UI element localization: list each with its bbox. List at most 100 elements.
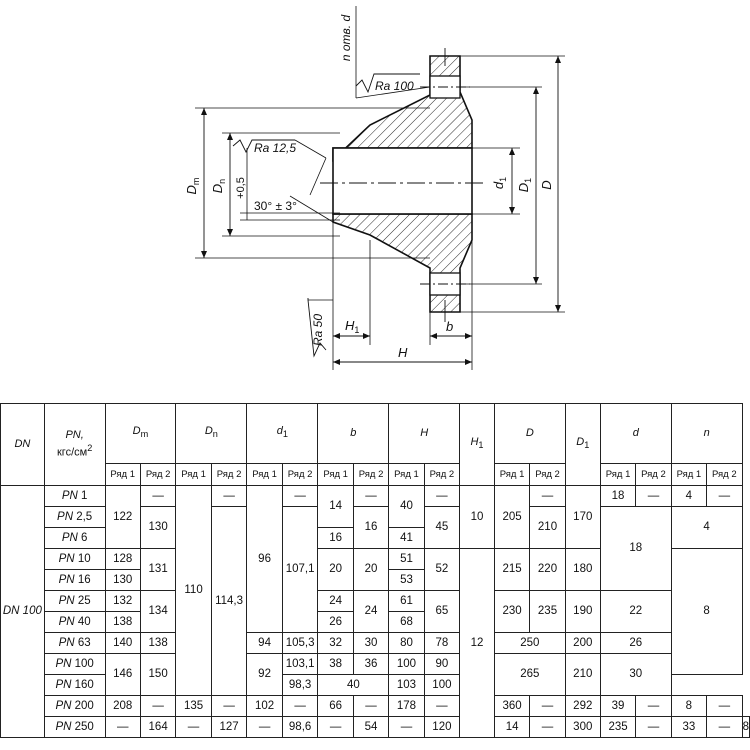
- cell: —: [281, 485, 319, 507]
- flange-section-lower: [332, 213, 473, 313]
- cell: 230: [493, 590, 531, 633]
- cell: —: [388, 716, 425, 738]
- cell: 360: [493, 695, 531, 717]
- header-n-label: n: [703, 427, 710, 439]
- cell: 235: [529, 590, 566, 633]
- subheader-d-row1: Ряд 1: [599, 463, 637, 486]
- header-h: H: [388, 403, 461, 464]
- cell: —: [317, 716, 354, 738]
- cell: 24: [317, 590, 354, 612]
- cell: 30: [599, 653, 672, 696]
- header-n: n: [670, 403, 743, 464]
- pn-prefix: PN: [55, 720, 72, 733]
- flange-drawing: Dm Dn +0,5 Ra 12,5 30° ± 3° n отв. d Ra …: [184, 6, 565, 370]
- cell: 190: [564, 590, 601, 633]
- cell: —: [635, 716, 672, 738]
- header-dm: Dm: [104, 403, 177, 464]
- pn-value: 250: [74, 720, 94, 733]
- subheader-dm-row1: Ряд 1: [104, 463, 141, 486]
- cell: 18: [599, 506, 672, 591]
- subheader-d1-row2: Ряд 2: [281, 463, 319, 486]
- cell-pn-1: PN 1: [43, 485, 106, 507]
- pn-prefix: PN: [55, 657, 72, 670]
- cell: 100: [388, 653, 425, 675]
- cell: 107,1: [281, 506, 319, 633]
- cell: —: [529, 485, 566, 507]
- table-row: PN 250 — 164 — 127 — 98,6 — 54 — 120 14 …: [1, 716, 750, 738]
- header-d1: d1: [246, 403, 319, 464]
- cell: 4: [670, 485, 708, 507]
- cell: 40: [388, 485, 425, 528]
- cell: 132: [104, 590, 141, 612]
- cell: 90: [423, 653, 461, 675]
- cell: 265: [493, 653, 566, 696]
- dn-value: DN 100: [2, 605, 42, 617]
- cell-pn-63: PN 63: [43, 632, 106, 654]
- cell-pn-200: PN 200: [43, 695, 106, 717]
- cell: 215: [493, 548, 531, 591]
- table-row: PN 160 98,3 40 103 100: [1, 674, 750, 696]
- cell-pn-40: PN 40: [43, 611, 106, 633]
- cell: 16: [352, 506, 390, 549]
- header-b-label: b: [350, 427, 357, 439]
- cell: 208: [104, 695, 141, 717]
- cell: —: [352, 485, 390, 507]
- roughness-ra-12-5: Ra 12,5: [254, 141, 296, 155]
- cell: 32: [317, 632, 354, 654]
- subheader-d-row2: Ряд 2: [635, 463, 672, 486]
- subheader-b-row1: Ряд 1: [317, 463, 354, 486]
- pn-value: 25: [77, 594, 91, 607]
- cell: 205: [493, 485, 531, 549]
- cell: 105,3: [281, 632, 319, 654]
- pn-prefix: PN: [57, 510, 74, 523]
- table-row: PN 10 128 131 20 20 51 52 12 215 220 180…: [1, 548, 750, 738]
- header-dm-sub: m: [140, 429, 149, 440]
- pn-prefix: PN: [61, 531, 78, 544]
- cell: —: [139, 485, 177, 507]
- subheader-n-row1: Ряд 1: [670, 463, 708, 486]
- cell: 68: [388, 611, 425, 633]
- cell: 51: [388, 548, 425, 570]
- cell: —: [706, 695, 743, 717]
- cell: 61: [388, 590, 425, 612]
- cell: —: [635, 695, 672, 717]
- subheader-h-row2: Ряд 2: [423, 463, 461, 486]
- subheader-d1-row1: Ряд 1: [246, 463, 283, 486]
- pn-value: 40: [77, 615, 91, 628]
- cell: 8: [670, 695, 708, 717]
- cell: 200: [564, 632, 601, 654]
- cell: —: [281, 695, 319, 717]
- cell-dn-value: DN 100: [0, 485, 45, 738]
- cell: —: [706, 716, 743, 738]
- cell: 14: [493, 716, 531, 738]
- cell: 130: [139, 506, 177, 549]
- cell: 98,6: [281, 716, 319, 738]
- cell: —: [352, 695, 390, 717]
- dim-H1-label: H: [345, 318, 355, 333]
- cell: 140: [104, 632, 141, 654]
- cell: 300: [564, 716, 601, 738]
- table-row: PN 40 138 26 68: [1, 611, 750, 633]
- pn-value: 16: [77, 573, 91, 586]
- dim-H-label: H: [398, 345, 408, 360]
- cell: 45: [423, 506, 461, 549]
- header-h1-label: H: [470, 436, 479, 449]
- cell: 94: [246, 632, 283, 654]
- cell: 235: [599, 716, 637, 738]
- table-row: PN 200 208 — 135 — 102 — 66 — 178 — 360 …: [1, 695, 750, 717]
- pn-value: 160: [74, 678, 94, 691]
- header-D-label: D: [525, 427, 534, 439]
- dim-D1-sub: 1: [523, 178, 533, 183]
- header-pn-unit-sup: 2: [87, 443, 93, 454]
- dim-H1-sub: 1: [354, 325, 359, 335]
- cell: 100: [423, 674, 461, 696]
- cell: 96: [246, 485, 283, 633]
- subheader-n-row2: Ряд 2: [706, 463, 743, 486]
- tolerance-label: +0,5: [235, 177, 247, 199]
- cell: 250: [493, 632, 566, 654]
- header-d-label: d: [632, 427, 639, 439]
- chamfer-angle-label: 30° ± 3°: [254, 199, 297, 213]
- header-d1-label: d: [276, 425, 283, 438]
- header-h-label: H: [420, 427, 429, 439]
- cell: 110: [175, 485, 212, 696]
